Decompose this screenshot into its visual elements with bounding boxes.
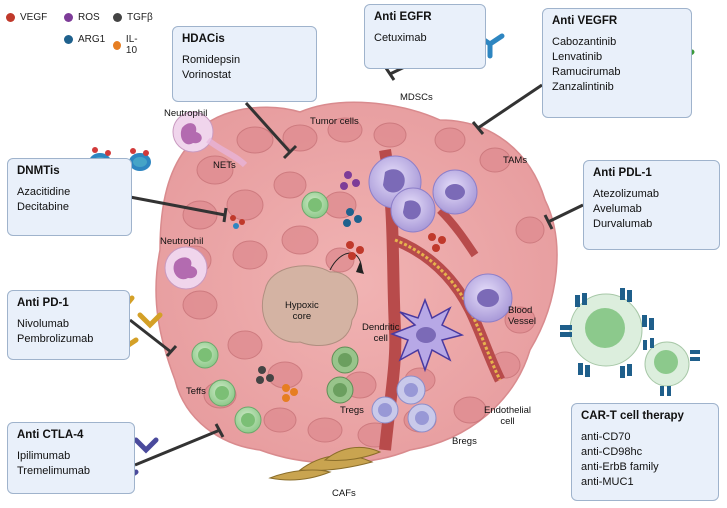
anti-vegfr-box: Anti VEGFR Cabozantinib Lenvatinib Ramuc…	[542, 8, 692, 118]
label-hypoxic-core: Hypoxic core	[285, 300, 319, 322]
anti-ctla4-title: Anti CTLA-4	[17, 429, 84, 441]
anti-vegfr-drug: Zanzalintinib	[552, 81, 614, 93]
dendritic-cell	[389, 297, 465, 373]
anti-vegfr-title: Anti VEGFR	[552, 15, 618, 27]
car-t-target: anti-ErbB family	[581, 461, 659, 473]
anti-ctla4-box: Anti CTLA-4 Ipilimumab Tremelimumab	[7, 422, 135, 494]
anti-ctla4-drug: Tremelimumab	[17, 465, 90, 477]
breg-cells	[371, 375, 437, 433]
anti-vegfr-drug: Cabozantinib	[552, 36, 617, 48]
car-t-cells	[569, 293, 690, 387]
label-tregs: Tregs	[340, 405, 364, 416]
anti-pdl1-drug: Atezolizumab	[593, 188, 660, 200]
label-neutrophil-top: Neutrophil	[164, 108, 208, 119]
mdsc-cells	[368, 155, 436, 233]
cytokine-dots	[230, 171, 446, 402]
neutrophil-nets-cell	[172, 111, 248, 168]
t-cells	[191, 191, 359, 434]
legend-swatch	[113, 40, 121, 50]
legend-swatch	[113, 13, 122, 22]
anti-pd1-box: Anti PD-1 Nivolumab Pembrolizumab	[7, 290, 130, 360]
hdacis-drug: Romidepsin	[182, 54, 241, 66]
car-t-target: anti-CD70	[581, 431, 631, 443]
tam-cells	[432, 169, 513, 323]
anti-pdl1-drug: Durvalumab	[593, 218, 653, 230]
hypoxic-core	[261, 265, 359, 346]
label-tams: TAMs	[503, 155, 528, 166]
label-bregs: Bregs	[452, 436, 477, 447]
anti-egfr-drug: Cetuximab	[374, 32, 427, 44]
legend-il10: IL-10	[113, 34, 146, 56]
anti-vegfr-drug: Lenvatinib	[552, 51, 603, 63]
anti-pdl1-title: Anti PDL-1	[593, 167, 652, 179]
anti-egfr-box: Anti EGFR Cetuximab	[364, 4, 486, 69]
dna-methyl-dots	[92, 147, 149, 156]
car-t-target: anti-MUC1	[581, 476, 634, 488]
anti-egfr-title: Anti EGFR	[374, 11, 432, 23]
anti-pdl1-box: Anti PDL-1 Atezolizumab Avelumab Durvalu…	[583, 160, 720, 250]
label-endothelial-cell: Endothelial cell	[484, 405, 532, 427]
dnmtis-drug: Decitabine	[17, 201, 69, 213]
legend-tgfb: TGFβ	[113, 12, 153, 23]
label-tumor-cells: Tumor cells	[310, 116, 359, 127]
inhibitor-lines	[129, 48, 584, 467]
label-nets: NETs	[213, 160, 236, 171]
label-dendritic-cell: Dendritic cell	[362, 322, 400, 344]
anti-pdl1-drug: Avelumab	[593, 203, 642, 215]
hdacis-box: HDACis Romidepsin Vorinostat	[172, 26, 317, 102]
anti-pd1-drug: Pembrolizumab	[17, 333, 94, 345]
label-mdscs: MDSCs	[400, 92, 433, 103]
dnmtis-box: DNMTis Azacitidine Decitabine	[7, 158, 132, 236]
legend-vegf: VEGF	[6, 12, 47, 23]
legend-arg1: ARG1	[64, 34, 105, 45]
anti-pd1-drug: Nivolumab	[17, 318, 69, 330]
neutrophil-cell	[164, 246, 208, 290]
anti-ctla4-drug: Ipilimumab	[17, 450, 71, 462]
dnmtis-drug: Azacitidine	[17, 186, 71, 198]
label-teffs: Teffs	[186, 386, 206, 397]
legend-ros: ROS	[64, 12, 100, 23]
car-t-receptors	[560, 288, 700, 396]
caf-cells	[268, 446, 382, 481]
dnmtis-title: DNMTis	[17, 165, 60, 177]
car-t-box: CAR-T cell therapy anti-CD70 anti-CD98hc…	[571, 403, 719, 501]
label-blood-vessel: Blood Vessel	[508, 305, 536, 327]
legend-swatch	[64, 13, 73, 22]
legend-swatch	[6, 13, 15, 22]
car-t-target: anti-CD98hc	[581, 446, 643, 458]
legend: VEGF ROS TGFβ ARG1 IL-10	[6, 12, 153, 56]
anti-vegfr-drug: Ramucirumab	[552, 66, 621, 78]
hdacis-drug: Vorinostat	[182, 69, 231, 81]
legend-swatch	[64, 35, 73, 44]
label-cafs: CAFs	[332, 488, 356, 499]
hdacis-title: HDACis	[182, 33, 225, 45]
anti-pd1-title: Anti PD-1	[17, 297, 69, 309]
label-neutrophil-left: Neutrophil	[160, 236, 204, 247]
car-t-title: CAR-T cell therapy	[581, 410, 684, 422]
